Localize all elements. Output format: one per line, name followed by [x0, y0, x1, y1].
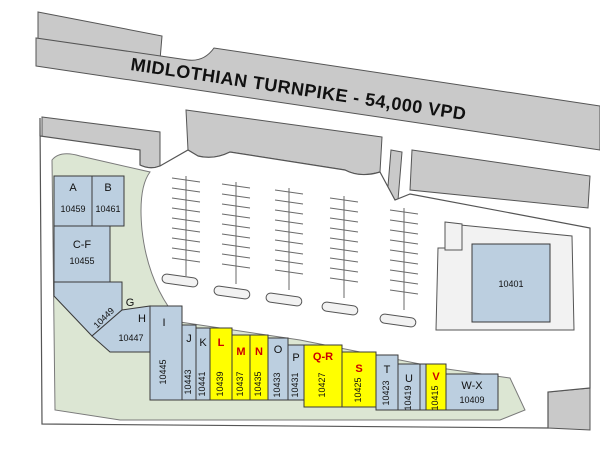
midlothian-turnpike [35, 37, 600, 151]
unit-U-letter: U [405, 373, 413, 385]
unit-K-number: 10441 [197, 371, 207, 396]
unit-outparcel-number: 10401 [498, 279, 523, 289]
unit-B[interactable] [91, 175, 125, 227]
unit-J-letter: J [186, 333, 192, 345]
unit-T-letter: T [384, 364, 391, 376]
unit-Q-R[interactable] [303, 344, 343, 408]
unit-T-number: 10423 [381, 380, 391, 405]
unit-outparcel[interactable] [471, 243, 551, 323]
unit-N-number: 10435 [253, 371, 263, 396]
unit-S-letter: S [355, 363, 362, 375]
unit-I-letter: I [162, 317, 165, 329]
unit-H-number: 10447 [118, 333, 143, 343]
unit-P-number: 10431 [290, 372, 300, 397]
unit-V-number: 10415 [430, 385, 440, 410]
median-right [409, 149, 591, 209]
unit-Q-R-letter: Q-R [313, 351, 333, 363]
unit-V-letter: V [432, 371, 440, 383]
parking-stalls [161, 176, 419, 328]
unit-I[interactable] [149, 305, 183, 401]
unit-J-number: 10443 [183, 369, 193, 394]
unit-M-letter: M [236, 346, 245, 358]
unit-C-F-letter: C-F [73, 239, 92, 251]
unit-U-annex [419, 363, 427, 411]
unit-W-X-number: 10409 [459, 395, 484, 405]
outparcel-island-top [444, 221, 463, 251]
unit-H-letter: H [138, 313, 146, 325]
unit-B-number: 10461 [95, 204, 120, 214]
unit-P-letter: P [292, 352, 299, 364]
unit-L-letter: L [218, 337, 225, 349]
unit-L-number: 10439 [215, 371, 225, 396]
unit-G-letter: G [126, 297, 135, 309]
unit-U-number: 10419 [403, 385, 413, 410]
unit-A-letter: A [69, 182, 77, 194]
unit-N-letter: N [255, 346, 263, 358]
unit-M-number: 10437 [235, 371, 245, 396]
unit-C-F-number: 10455 [69, 256, 94, 266]
unit-W-X-letter: W-X [461, 380, 483, 392]
unit-B-letter: B [104, 182, 111, 194]
road-bottom-right [547, 387, 591, 431]
unit-A[interactable] [53, 175, 93, 227]
unit-K-letter: K [199, 337, 207, 349]
unit-C-F[interactable] [53, 225, 111, 283]
unit-O-letter: O [274, 344, 283, 356]
unit-W-X[interactable] [445, 373, 499, 411]
unit-I-number: 10445 [158, 359, 168, 384]
unit-S-number: 10425 [353, 377, 363, 402]
unit-A-number: 10459 [60, 204, 85, 214]
unit-O-number: 10433 [272, 372, 282, 397]
unit-Q-R-number: 10427 [317, 372, 327, 397]
